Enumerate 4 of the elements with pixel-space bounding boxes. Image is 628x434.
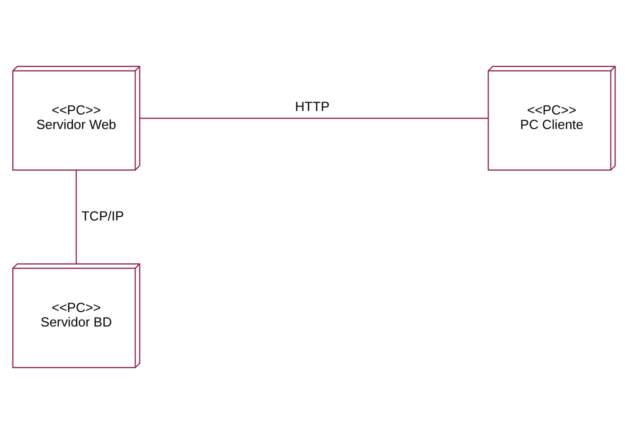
edge-label: HTTP [295, 99, 330, 114]
connector [140, 118, 488, 119]
edge-label: TCP/IP [81, 208, 124, 224]
connector [76, 170, 77, 264]
